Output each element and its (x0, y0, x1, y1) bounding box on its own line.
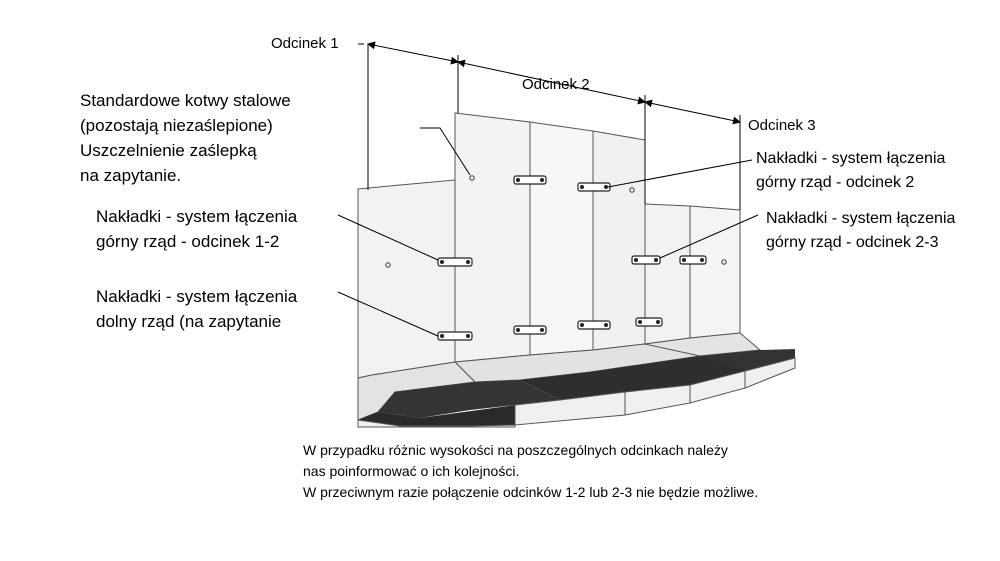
anchor-holes (385, 175, 727, 268)
anchors-line-2: (pozostają niezaślepione) (80, 116, 273, 135)
lower-row-line-1: Nakładki - system łączenia (96, 287, 298, 306)
upper-row-2-3-line-1: Nakładki - system łączenia (766, 210, 956, 227)
leader-lines (337, 43, 759, 337)
anchors-line-4: na zapytanie. (80, 166, 182, 185)
connector-lower-2a (513, 325, 547, 335)
upper-row-2-line-1: Nakładki - system łączenia (756, 150, 946, 167)
upper-row-2-callout: Nakładki - system łączenia górny rząd - … (756, 147, 945, 195)
wall-segment-1 (357, 179, 477, 421)
connector-plates (437, 175, 707, 341)
dimension-lines (367, 41, 741, 210)
wall-segment-3 (644, 203, 762, 363)
segment-3-label: Odcinek 3 (748, 117, 816, 134)
lower-row-callout: Nakładki - system łączenia dolny rząd (n… (96, 284, 297, 334)
upper-row-1-2-line-1: Nakładki - system łączenia (96, 207, 298, 226)
connector-upper-2a (513, 175, 547, 185)
anchors-line-3: Uszczelnienie zaślepką (80, 141, 257, 160)
upper-row-2-3-line-2: górny rząd - odcinek 2-3 (766, 234, 939, 251)
lower-row-line-2: dolny rząd (na zapytanie (96, 312, 282, 331)
segment-2-label: Odcinek 2 (522, 76, 590, 93)
connector-upper-3 (679, 255, 707, 265)
note-line-2: nas poinformować o ich kolejności. (303, 463, 520, 479)
upper-row-1-2-line-2: górny rząd - odcinek 1-2 (96, 232, 280, 251)
upper-row-2-line-2: górny rząd - odcinek 2 (756, 174, 915, 191)
height-difference-note: W przypadku różnic wysokości na poszczeg… (303, 440, 758, 503)
anchors-line-1: Standardowe kotwy stalowe (80, 91, 291, 110)
note-line-1: W przypadku różnic wysokości na poszczeg… (303, 442, 728, 458)
footing-slab (357, 349, 796, 428)
upper-row-2-3-callout: Nakładki - system łączenia górny rząd - … (766, 207, 955, 255)
upper-row-1-2-callout: Nakładki - system łączenia górny rząd - … (96, 204, 297, 254)
note-line-3: W przeciwnym razie połączenie odcinków 1… (303, 484, 759, 500)
connector-lower-2-3 (635, 317, 663, 327)
anchors-callout: Standardowe kotwy stalowe (pozostają nie… (80, 88, 291, 188)
segment-1-label: Odcinek 1 (271, 35, 339, 52)
connector-upper-2-3 (631, 255, 661, 265)
connector-upper-1-2 (437, 257, 473, 267)
connector-lower-2b (577, 320, 611, 330)
bolt-dots (440, 178, 704, 338)
